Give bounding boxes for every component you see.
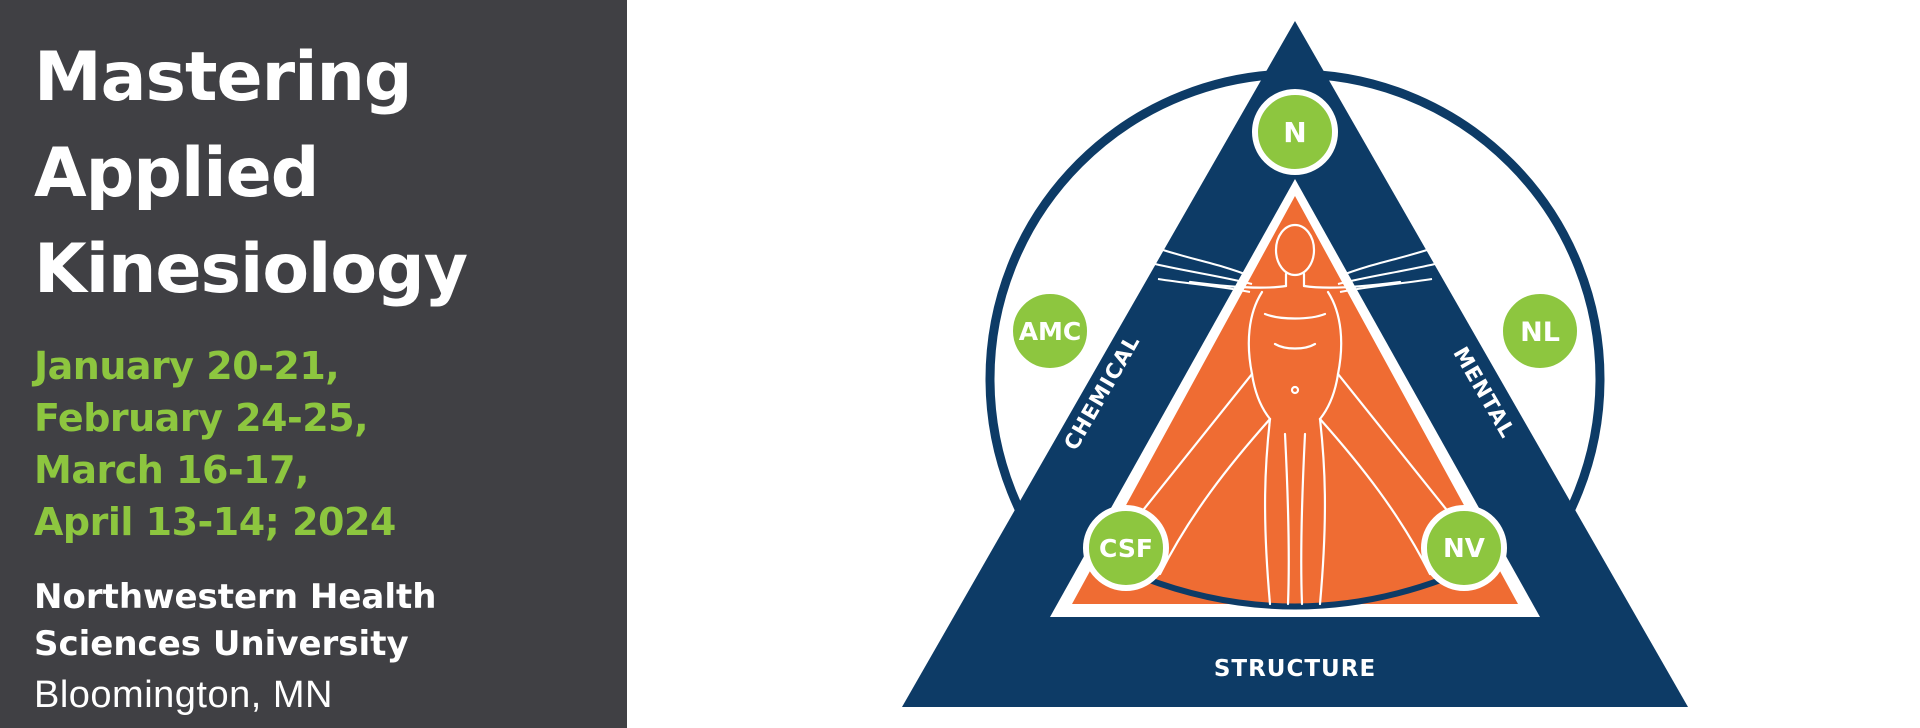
- circle-n-label: N: [1283, 116, 1306, 149]
- circle-csf: CSF: [1083, 505, 1169, 591]
- date-line: January 20-21,: [34, 344, 340, 388]
- circle-amc: AMC: [1007, 288, 1093, 374]
- structure-label: STRUCTURE: [1214, 656, 1376, 682]
- orange-triangle: [1072, 196, 1518, 604]
- date-line: March 16-17,: [34, 448, 309, 492]
- title-line: Mastering: [34, 38, 413, 117]
- circle-nv-label: NV: [1443, 534, 1485, 564]
- circle-n: N: [1252, 89, 1338, 175]
- arm-lines: [1154, 248, 1436, 293]
- circle-amc-label: AMC: [1019, 317, 1082, 346]
- title-line: Kinesiology: [34, 230, 468, 309]
- event-location: Bloomington, MN: [34, 674, 333, 716]
- school-line: Sciences University: [34, 624, 409, 664]
- date-line: February 24-25,: [34, 396, 369, 440]
- school-name: Northwestern Health Sciences University: [34, 574, 627, 668]
- page-title: Mastering Applied Kinesiology: [34, 30, 627, 318]
- info-panel: Mastering Applied Kinesiology January 20…: [0, 0, 627, 728]
- triad-of-health-logo: CHEMICAL MENTAL STRUCTURE N AMC NL CSF N…: [902, 21, 1688, 707]
- circle-nv: NV: [1421, 505, 1507, 591]
- circle-nl-label: NL: [1520, 317, 1560, 348]
- circle-nl: NL: [1497, 288, 1583, 374]
- school-line: Northwestern Health: [34, 577, 437, 617]
- event-dates: January 20-21, February 24-25, March 16-…: [34, 340, 627, 548]
- human-figure-icon: [1138, 223, 1452, 606]
- circle-csf-label: CSF: [1099, 534, 1153, 563]
- date-line: April 13-14; 2024: [34, 500, 396, 544]
- title-line: Applied: [34, 134, 319, 213]
